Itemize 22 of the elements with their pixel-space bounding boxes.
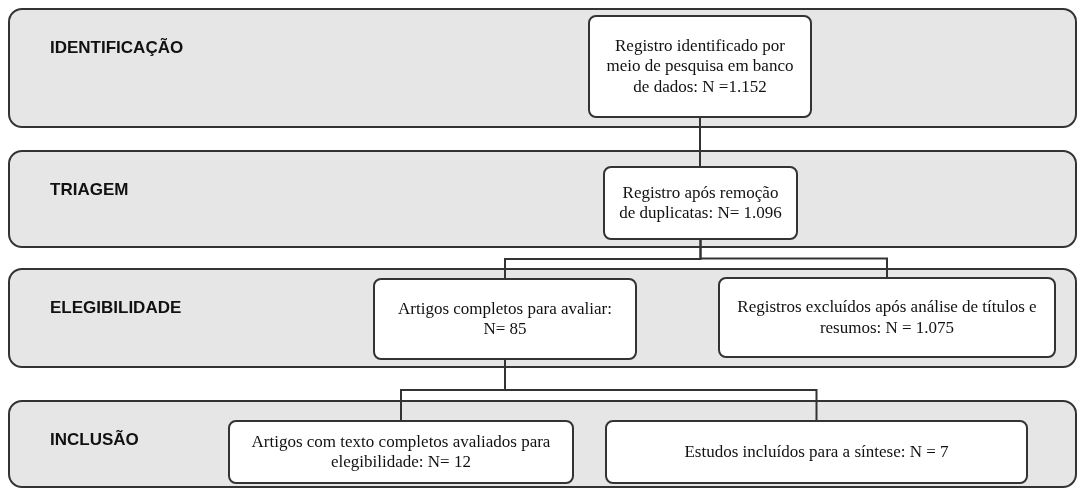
connector-line	[699, 239, 888, 278]
stage-band	[8, 150, 1077, 248]
box-text: Registro identificado por meio de pesquisa em banco de dados: N =1.152	[605, 34, 795, 98]
process-box	[603, 166, 798, 240]
box-text: Estudos incluídos para a síntese: N = 7	[683, 440, 950, 463]
process-box	[718, 277, 1056, 358]
box-text: Registros excluídos após análise de títulos e resumos: N = 1.075	[736, 296, 1038, 339]
process-box	[228, 420, 574, 484]
stage-heading: ELEGIBILIDADE	[50, 298, 182, 318]
stage-heading: INCLUSÃO	[50, 430, 139, 450]
connector-line	[699, 117, 701, 167]
stage-band	[8, 8, 1077, 128]
stage-heading: TRIAGEM	[50, 180, 129, 200]
process-box	[605, 420, 1028, 484]
stage-band	[8, 400, 1077, 488]
stage-band	[8, 268, 1077, 368]
box-text: Registro após remoção de duplicatas: N= 1.096	[618, 181, 783, 224]
process-box	[373, 278, 637, 360]
box-text: Artigos completos para avaliar: N= 85	[397, 297, 613, 340]
stage-heading: IDENTIFICAÇÃO	[50, 38, 184, 58]
box-text: Artigos com texto completos avaliados para elegibilidade: N= 12	[250, 430, 552, 473]
process-box	[588, 15, 812, 118]
